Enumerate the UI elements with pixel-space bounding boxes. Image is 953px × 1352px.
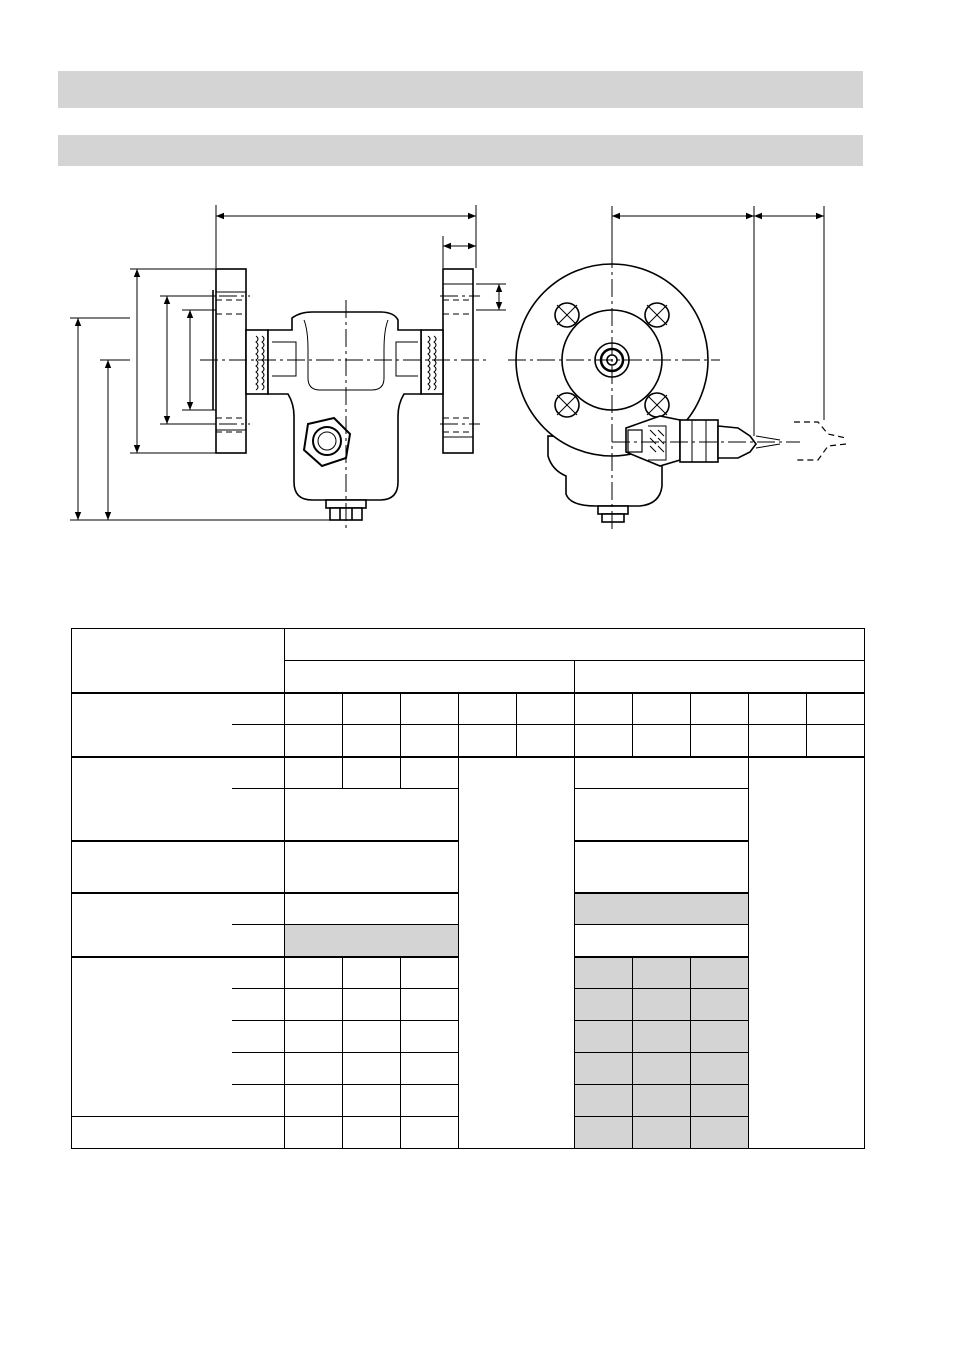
table-cell bbox=[284, 724, 343, 758]
section-subtitle-bar bbox=[58, 135, 863, 166]
table-cell-shaded bbox=[574, 956, 633, 989]
table-cell bbox=[748, 692, 807, 725]
row-sublabel bbox=[231, 788, 285, 842]
table-cell bbox=[342, 988, 401, 1021]
table-group-header bbox=[284, 628, 865, 661]
section-title-bar bbox=[58, 71, 863, 108]
row-sublabel bbox=[231, 892, 285, 925]
table-cell bbox=[342, 956, 401, 989]
table-cell bbox=[400, 1020, 459, 1053]
table-cell bbox=[284, 1116, 343, 1149]
table-cell bbox=[342, 1020, 401, 1053]
specification-table bbox=[71, 628, 865, 1149]
table-cell bbox=[690, 724, 749, 758]
table-cell bbox=[284, 840, 459, 894]
table-cell bbox=[748, 724, 807, 758]
table-cell-shaded bbox=[574, 988, 633, 1021]
table-cell bbox=[400, 1116, 459, 1149]
table-cell bbox=[400, 1052, 459, 1085]
table-cell bbox=[284, 1052, 343, 1085]
table-cell bbox=[806, 692, 865, 725]
table-cell bbox=[400, 756, 459, 789]
table-cell-shaded bbox=[690, 956, 749, 989]
row-sublabel bbox=[231, 1084, 285, 1117]
table-subgroup-2 bbox=[574, 660, 865, 694]
table-cell-shaded bbox=[690, 988, 749, 1021]
table-cell bbox=[284, 956, 343, 989]
front-view bbox=[212, 268, 474, 521]
row-sublabel bbox=[231, 1020, 285, 1053]
steam-trap-drawing bbox=[70, 205, 847, 530]
table-cell bbox=[342, 724, 401, 758]
side-view bbox=[515, 263, 847, 523]
table-cell bbox=[400, 724, 459, 758]
row-sublabel bbox=[231, 1052, 285, 1085]
table-cell bbox=[806, 724, 865, 758]
row-label-b bbox=[71, 756, 232, 842]
table-cell-shaded bbox=[632, 956, 691, 989]
table-cell-shaded bbox=[574, 1084, 633, 1117]
table-cell bbox=[574, 788, 749, 842]
table-cell bbox=[516, 724, 575, 758]
table-cell-shaded bbox=[632, 988, 691, 1021]
table-cell-shaded bbox=[574, 1116, 633, 1149]
table-cell bbox=[632, 692, 691, 725]
table-cell bbox=[342, 1084, 401, 1117]
table-cell bbox=[516, 692, 575, 725]
table-merged-cell bbox=[458, 756, 575, 1149]
table-cell bbox=[400, 692, 459, 725]
table-cell-shaded bbox=[284, 924, 459, 958]
table-cell bbox=[342, 756, 401, 789]
row-sublabel bbox=[231, 956, 285, 989]
table-cell bbox=[284, 892, 459, 925]
table-header-label bbox=[71, 628, 285, 694]
row-sublabel bbox=[231, 924, 285, 958]
table-cell bbox=[574, 692, 633, 725]
table-cell bbox=[284, 788, 459, 842]
table-cell bbox=[400, 988, 459, 1021]
table-subgroup-1 bbox=[284, 660, 575, 694]
table-cell-shaded bbox=[690, 1116, 749, 1149]
table-cell bbox=[284, 692, 343, 725]
table-cell-shaded bbox=[690, 1052, 749, 1085]
table-cell-shaded bbox=[574, 1020, 633, 1053]
table-cell-shaded bbox=[574, 892, 749, 925]
table-cell-shaded bbox=[632, 1084, 691, 1117]
table-cell-shaded bbox=[632, 1020, 691, 1053]
table-cell bbox=[574, 756, 749, 789]
table-cell bbox=[574, 840, 749, 894]
row-sublabel bbox=[231, 988, 285, 1021]
table-cell bbox=[400, 956, 459, 989]
table-cell bbox=[400, 1084, 459, 1117]
table-cell-shaded bbox=[632, 1116, 691, 1149]
table-cell bbox=[574, 924, 749, 958]
table-cell bbox=[458, 724, 517, 758]
row-label-f bbox=[71, 1116, 285, 1149]
table-cell-shaded bbox=[574, 1052, 633, 1085]
table-cell bbox=[342, 1116, 401, 1149]
table-cell bbox=[284, 1084, 343, 1117]
table-merged-cell bbox=[748, 756, 865, 1149]
row-sublabel bbox=[231, 724, 285, 758]
row-label-c bbox=[71, 840, 285, 894]
table-cell-shaded bbox=[690, 1084, 749, 1117]
table-cell bbox=[632, 724, 691, 758]
table-cell-shaded bbox=[690, 1020, 749, 1053]
table-cell bbox=[284, 1020, 343, 1053]
table-cell bbox=[342, 692, 401, 725]
row-sublabel bbox=[231, 692, 285, 725]
table-cell bbox=[342, 1052, 401, 1085]
table-cell bbox=[458, 692, 517, 725]
table-cell bbox=[690, 692, 749, 725]
row-label-d bbox=[71, 892, 232, 958]
row-label-e bbox=[71, 956, 232, 1117]
table-cell bbox=[284, 988, 343, 1021]
table-cell bbox=[284, 756, 343, 789]
row-sublabel bbox=[231, 756, 285, 789]
table-cell-shaded bbox=[632, 1052, 691, 1085]
row-label-a bbox=[71, 692, 232, 758]
table-cell bbox=[574, 724, 633, 758]
